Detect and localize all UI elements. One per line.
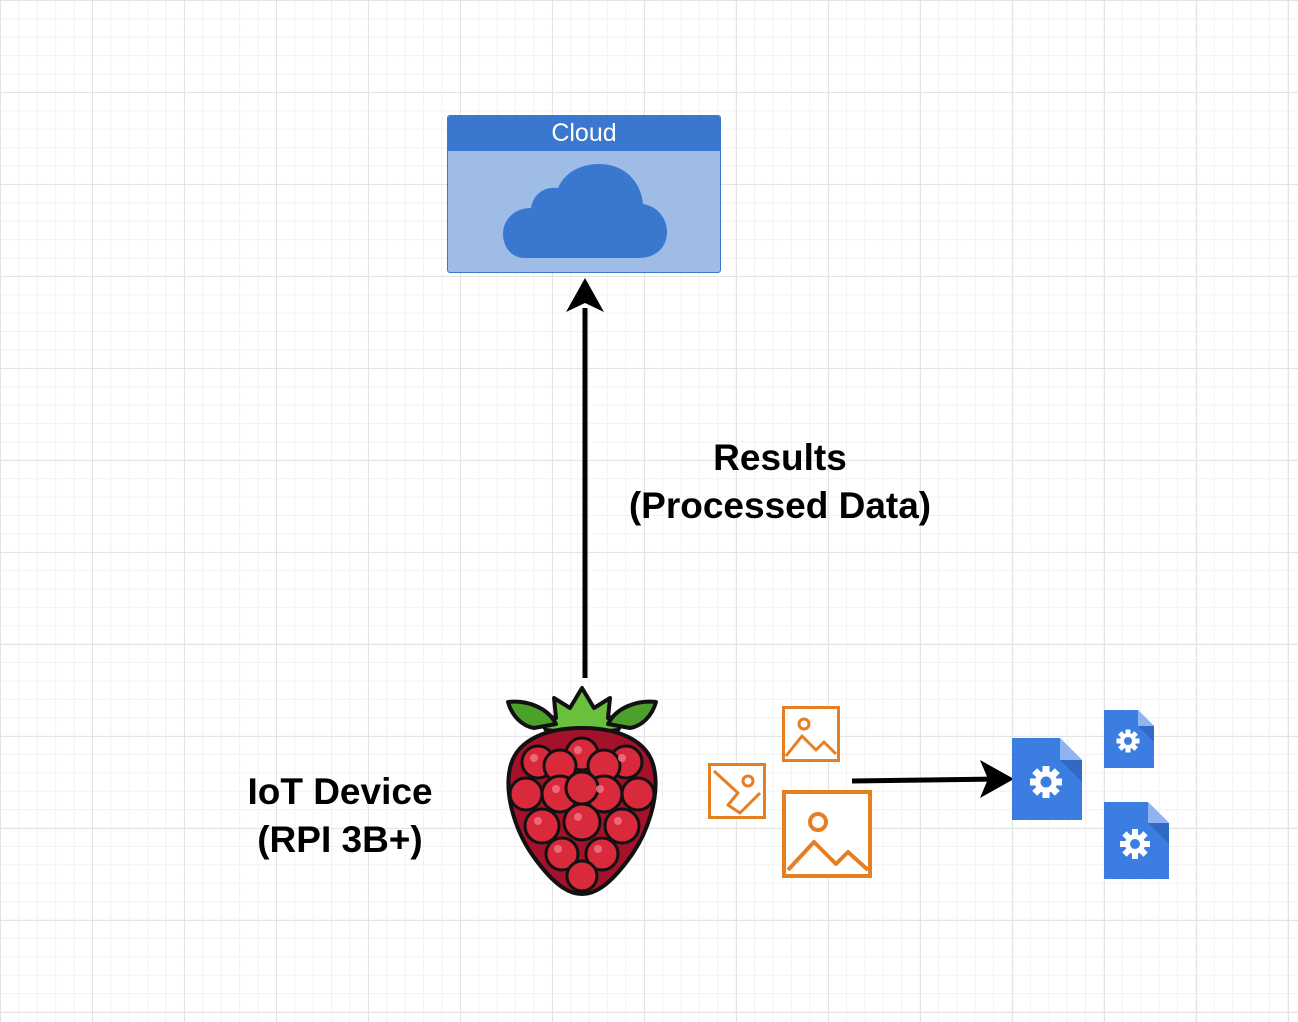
results-label: Results (Processed Data) [580,434,980,530]
results-label-line2: (Processed Data) [628,485,932,526]
config-file-icon[interactable] [1104,802,1169,879]
raspberry-pi-icon[interactable] [498,684,666,898]
image-icon[interactable] [782,706,840,762]
config-file-icon[interactable] [1012,738,1082,820]
results-label-line1: Results [713,437,847,478]
image-icon[interactable] [782,790,872,878]
cloud-icon [503,164,667,258]
cloud-title: Cloud [448,116,720,151]
config-file-icon[interactable] [1104,710,1154,768]
images-to-files-arrow[interactable] [851,760,1014,798]
device-label-line1: IoT Device [247,771,433,812]
device-label: IoT Device (RPI 3B+) [200,768,480,864]
device-label-line2: (RPI 3B+) [257,819,423,860]
cloud-container[interactable]: Cloud [447,115,721,273]
image-icon[interactable] [708,763,766,819]
device-to-cloud-arrow[interactable] [566,278,604,678]
